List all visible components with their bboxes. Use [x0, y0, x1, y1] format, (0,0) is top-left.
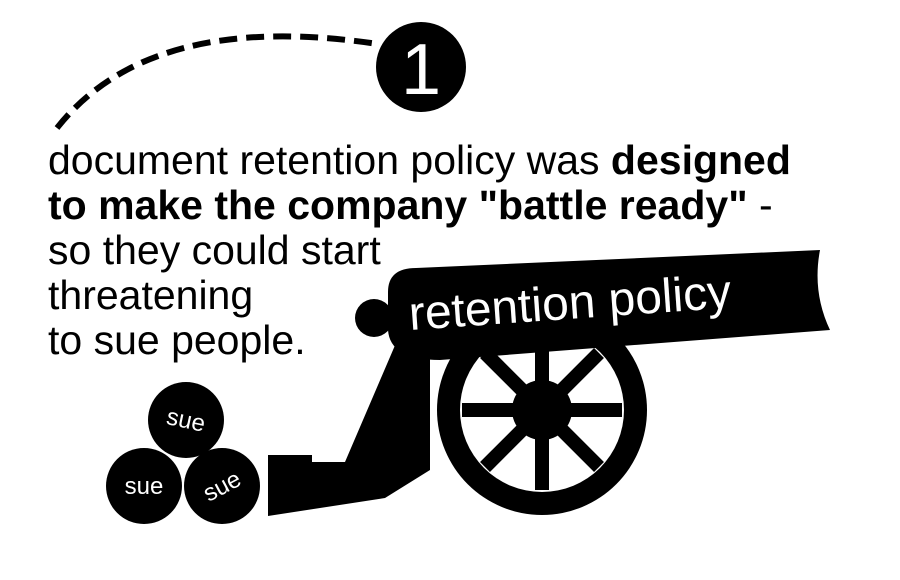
- caption-line-3: so they could start: [48, 227, 381, 273]
- cannon-knob: [355, 299, 393, 337]
- caption-line-2: to make the company "battle ready" -: [48, 183, 858, 228]
- step-badge: 1: [376, 22, 466, 112]
- cannonball-stack: sue sue sue: [106, 382, 260, 524]
- step-number: 1: [401, 30, 441, 110]
- caption-line-5: to sue people.: [48, 317, 306, 363]
- cannon-barrel: retention policy: [355, 250, 830, 360]
- caption-line-1: document retention policy was designed: [48, 138, 858, 183]
- caption-text: document retention policy was: [48, 137, 611, 183]
- step-badge-circle: [376, 22, 466, 112]
- cannonball-label: sue: [125, 473, 164, 500]
- dashed-arc: [54, 33, 379, 130]
- caption: document retention policy was designed t…: [48, 138, 858, 363]
- cannonball: sue: [184, 448, 260, 524]
- caption-emphasis: to make the company "battle ready": [48, 182, 748, 228]
- cannon-wheel: [437, 305, 647, 515]
- caption-line-4: threatening: [48, 272, 254, 318]
- cannonball: sue: [148, 382, 224, 458]
- cannon-carriage: [268, 343, 430, 516]
- cannonball: sue: [106, 448, 182, 524]
- caption-text: -: [747, 182, 773, 228]
- caption-emphasis: designed: [610, 137, 791, 183]
